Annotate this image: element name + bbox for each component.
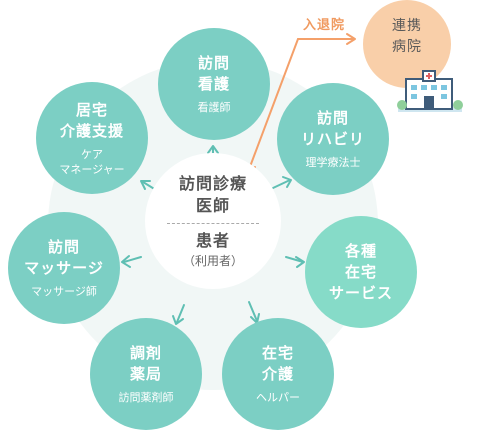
node-home-care-title: 在宅 介護 xyxy=(261,344,294,383)
center-title-line1: 訪問診療 xyxy=(178,174,247,193)
admission-discharge-label: 入退院 xyxy=(303,18,346,33)
node-care-manager-sub: ケア マネージャー xyxy=(59,147,125,176)
node-home-massage-sub: マッサージ師 xyxy=(31,285,97,298)
center-node: 訪問診療 医師 患者 （利用者） xyxy=(145,153,281,289)
partner-hospital-node: 連携 病院 xyxy=(363,0,451,88)
node-home-services-title: 各種 在宅 サービス xyxy=(328,241,393,302)
node-pharmacy: 調剤 薬局 訪問薬剤師 xyxy=(90,318,202,430)
node-home-care: 在宅 介護 ヘルパー xyxy=(222,318,334,430)
node-home-services: 各種 在宅 サービス xyxy=(305,216,417,328)
node-home-nursing-title: 訪問 看護 xyxy=(197,54,230,93)
node-home-rehab-title: 訪問 リハビリ xyxy=(300,109,365,148)
center-title-line2: 医師 xyxy=(195,196,230,215)
center-divider xyxy=(167,223,259,224)
center-patient-note: （利用者） xyxy=(182,254,243,268)
node-home-massage-title: 訪問 マッサージ xyxy=(24,238,104,277)
node-pharmacy-title: 調剤 薬局 xyxy=(129,344,162,383)
node-care-manager-title: 居宅 介護支援 xyxy=(59,100,124,140)
node-pharmacy-sub: 訪問薬剤師 xyxy=(118,391,174,404)
node-home-nursing: 訪問 看護 看護師 xyxy=(158,28,270,140)
node-home-nursing-sub: 看護師 xyxy=(197,101,231,114)
node-home-massage: 訪問 マッサージ マッサージ師 xyxy=(8,212,120,324)
hospital-building-icon xyxy=(397,70,463,112)
node-care-manager: 居宅 介護支援 ケア マネージャー xyxy=(36,82,148,194)
hospital-label: 連携 病院 xyxy=(392,18,422,55)
node-home-rehab: 訪問 リハビリ 理学療法士 xyxy=(277,83,389,195)
node-home-rehab-sub: 理学療法士 xyxy=(305,156,361,169)
node-home-care-sub: ヘルパー xyxy=(256,391,300,404)
center-patient: 患者 xyxy=(195,231,230,250)
